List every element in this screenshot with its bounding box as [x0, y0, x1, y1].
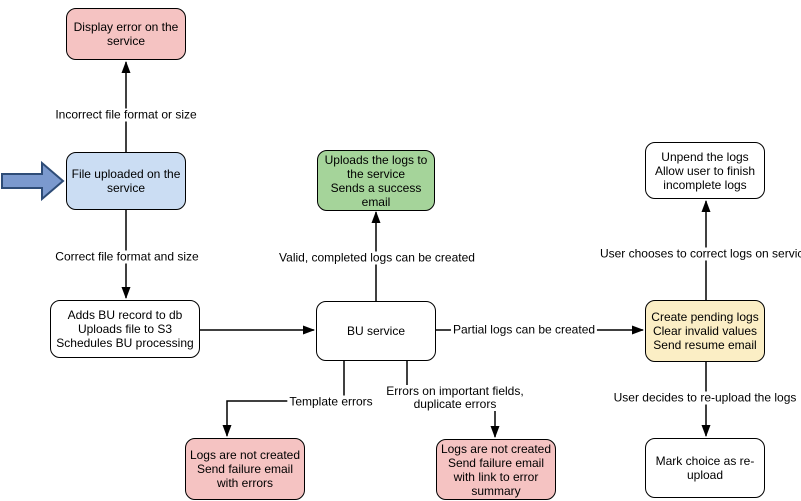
node-uploads-logs: Uploads the logs to the service Sends a …: [317, 150, 435, 211]
edge-label-partial-logs: Partial logs can be created: [450, 322, 598, 337]
entry-arrow-icon: [1, 160, 65, 202]
node-adds-bu-record: Adds BU record to db Uploads file to S3 …: [50, 300, 200, 358]
edge-template-errors: [222, 360, 345, 437]
node-unpend-logs: Unpend the logs Allow user to finish inc…: [645, 142, 765, 199]
node-file-uploaded: File uploaded on the service: [66, 152, 186, 210]
edge-label-template-errors: Template errors: [287, 394, 375, 409]
node-bu-service: BU service: [316, 301, 436, 361]
node-logs-not-created-summary: Logs are not created Send failure email …: [436, 439, 556, 500]
edge-label-incorrect-format: Incorrect file format or size: [53, 107, 199, 122]
node-display-error: Display error on the service: [66, 8, 186, 60]
node-create-pending-logs: Create pending logs Clear invalid values…: [645, 300, 765, 362]
edge-label-valid-completed: Valid, completed logs can be created: [277, 250, 477, 265]
edge-label-correct-format: Correct file format and size: [53, 249, 201, 264]
edge-label-important-fields: Errors on important fields, duplicate er…: [384, 384, 526, 411]
edge-label-user-corrects: User chooses to correct logs on service: [597, 247, 801, 261]
edge-label-user-reuploads: User decides to re-upload the logs: [611, 390, 799, 405]
node-logs-not-created-errors: Logs are not created Send failure email …: [185, 438, 305, 500]
node-mark-choice-reupload: Mark choice as re- upload: [645, 438, 765, 498]
